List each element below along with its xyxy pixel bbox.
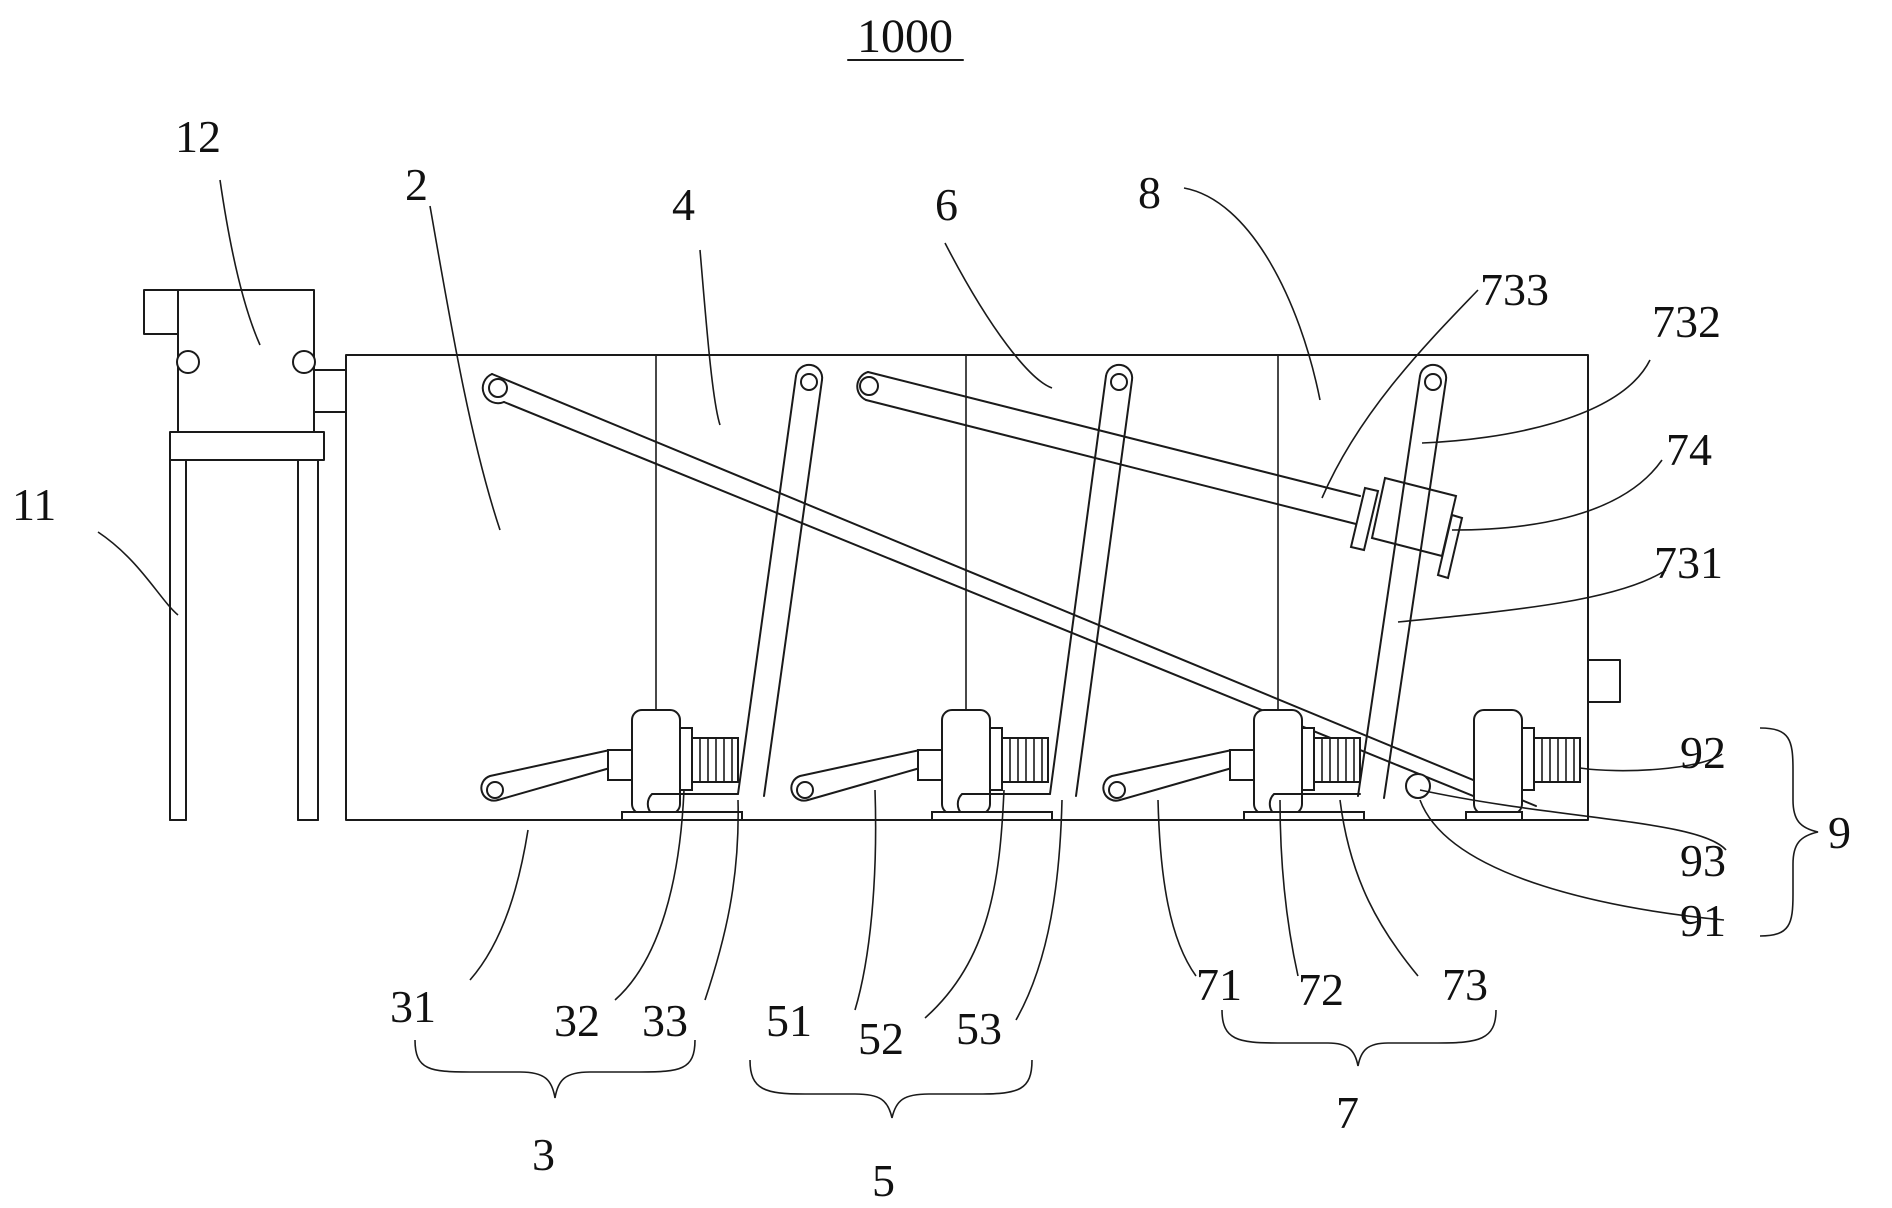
pump-assembly-7: [1102, 709, 1365, 821]
label-6: 6: [935, 179, 958, 230]
label-11: 11: [12, 479, 56, 530]
label-31: 31: [390, 981, 436, 1032]
label-8: 8: [1138, 167, 1161, 218]
figure-title: 1000: [857, 10, 953, 63]
label-2: 2: [405, 159, 428, 210]
label-52: 52: [858, 1013, 904, 1064]
feeder-box: [143, 289, 347, 433]
label-5: 5: [872, 1155, 895, 1206]
label-7: 7: [1336, 1087, 1359, 1138]
riser-pipe-5: [1049, 363, 1134, 797]
label-33: 33: [642, 995, 688, 1046]
component-74: [1349, 476, 1464, 580]
upper-diagonal-pipe: [856, 371, 1361, 525]
label-74: 74: [1666, 424, 1712, 475]
pump-9: [1405, 709, 1581, 821]
riser-pipe-7: [1357, 363, 1448, 799]
label-72: 72: [1298, 964, 1344, 1015]
label-51: 51: [766, 995, 812, 1046]
reference-labels: 11 12 2 4 6 8 733 732 74 731 92 93 91 9 …: [12, 111, 1851, 1206]
label-32: 32: [554, 995, 600, 1046]
label-4: 4: [672, 179, 695, 230]
label-71: 71: [1196, 959, 1242, 1010]
label-92: 92: [1680, 727, 1726, 778]
label-732: 732: [1652, 296, 1721, 347]
pump-assembly-3: [480, 709, 743, 821]
riser-pipe-3: [737, 363, 824, 797]
label-12: 12: [175, 111, 221, 162]
label-73: 73: [1442, 959, 1488, 1010]
pump-assembly-5: [790, 709, 1053, 821]
label-91: 91: [1680, 895, 1726, 946]
label-733: 733: [1480, 264, 1549, 315]
braces: [414, 727, 1819, 1119]
stand: [169, 431, 325, 821]
label-93: 93: [1680, 835, 1726, 886]
leader-lines: [97, 179, 1727, 1021]
label-3: 3: [532, 1129, 555, 1180]
label-731: 731: [1654, 537, 1723, 588]
label-9: 9: [1828, 807, 1851, 858]
label-53: 53: [956, 1003, 1002, 1054]
